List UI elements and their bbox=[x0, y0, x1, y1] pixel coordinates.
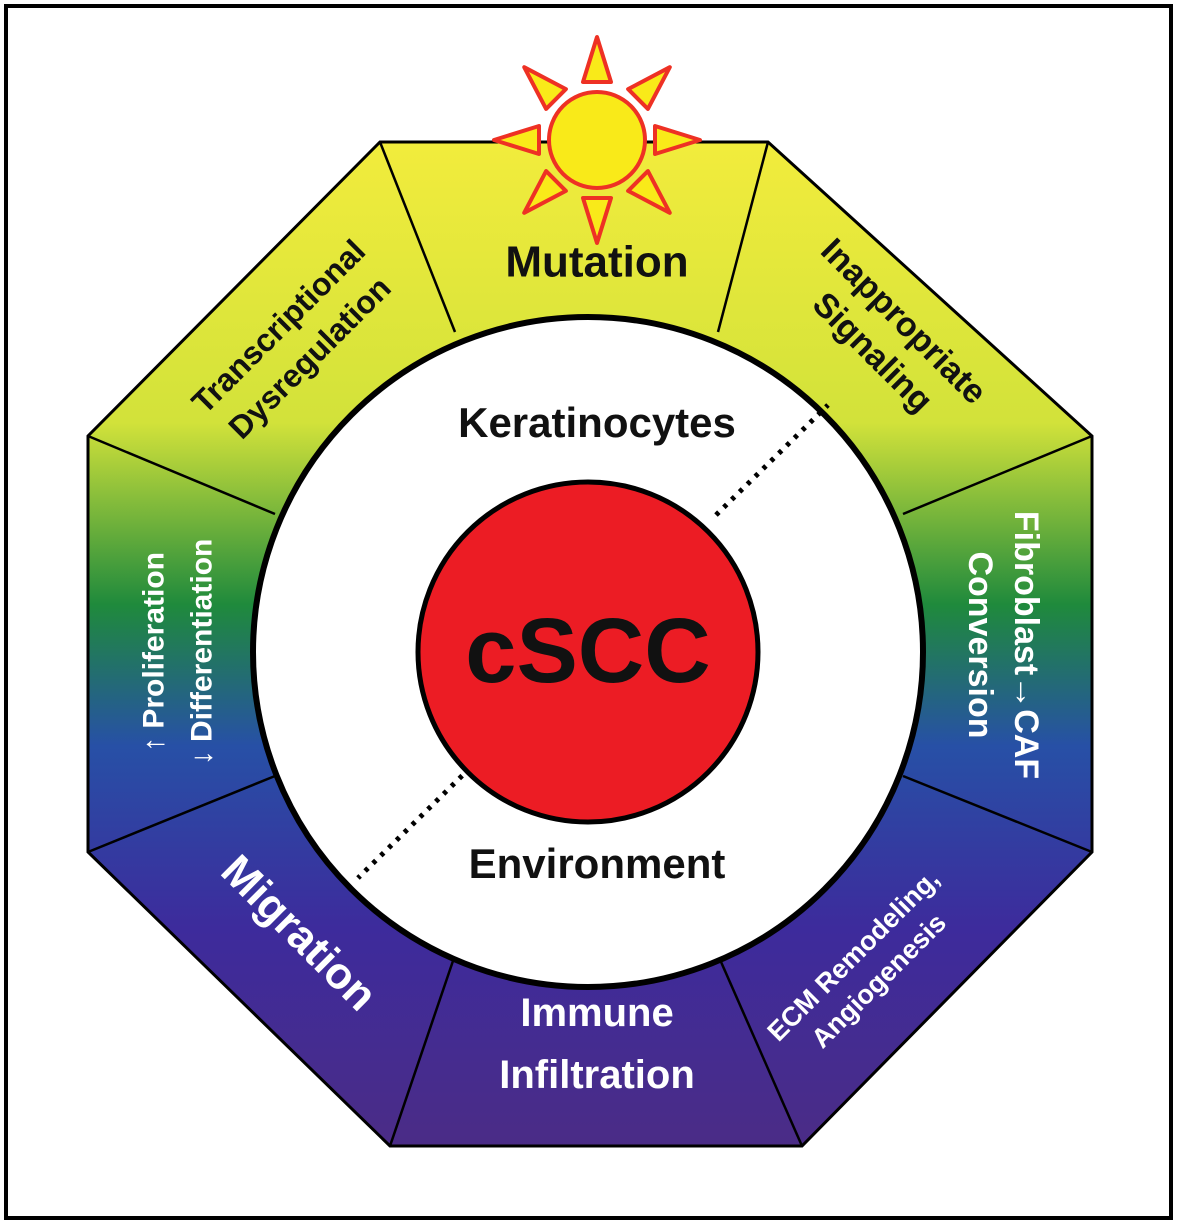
segment-label-line: Immune bbox=[520, 991, 673, 1035]
sun-ray bbox=[522, 169, 568, 215]
segment-mutation: Mutation bbox=[505, 238, 688, 287]
dotted-divider-lower bbox=[356, 766, 472, 880]
segment-dividers bbox=[87, 141, 1093, 1147]
segment-divider bbox=[716, 141, 770, 333]
sun-ray bbox=[522, 65, 568, 111]
sun-ray bbox=[653, 124, 702, 156]
environment-label: Environment bbox=[469, 840, 726, 887]
segment-label-line: Mutation bbox=[505, 238, 688, 287]
sun-ray bbox=[492, 124, 541, 156]
sun-ray bbox=[626, 169, 672, 215]
segment-divider bbox=[87, 434, 276, 516]
segment-divider bbox=[378, 141, 457, 333]
cscc-circle bbox=[415, 479, 761, 825]
segment-label-line: Conversion bbox=[961, 551, 999, 738]
segment-divider bbox=[902, 434, 1093, 516]
sun-ray bbox=[626, 65, 672, 111]
segment-divider bbox=[87, 774, 276, 854]
dotted-divider-upper bbox=[714, 403, 830, 517]
segment-label-line: Fibroblast→CAF bbox=[1007, 511, 1045, 779]
segment-divider bbox=[388, 954, 457, 1147]
keratinocytes-label: Keratinocytes bbox=[458, 399, 736, 446]
cscc-label: cSCC bbox=[465, 600, 710, 702]
sun-disc bbox=[547, 90, 647, 190]
segment-label-line: ↑ Proliferation bbox=[138, 552, 171, 752]
segment-label-line: ↓ Differentiation bbox=[186, 539, 219, 766]
segment-divider bbox=[902, 774, 1093, 854]
segment-label-line: Infiltration bbox=[499, 1053, 695, 1097]
segment-proliferation-differentiation: ↑ Proliferation ↓ Differentiation bbox=[138, 539, 219, 766]
sun-icon bbox=[492, 35, 702, 245]
segment-divider bbox=[716, 954, 804, 1147]
sun-ray bbox=[581, 196, 613, 245]
sun-ray bbox=[581, 35, 613, 84]
